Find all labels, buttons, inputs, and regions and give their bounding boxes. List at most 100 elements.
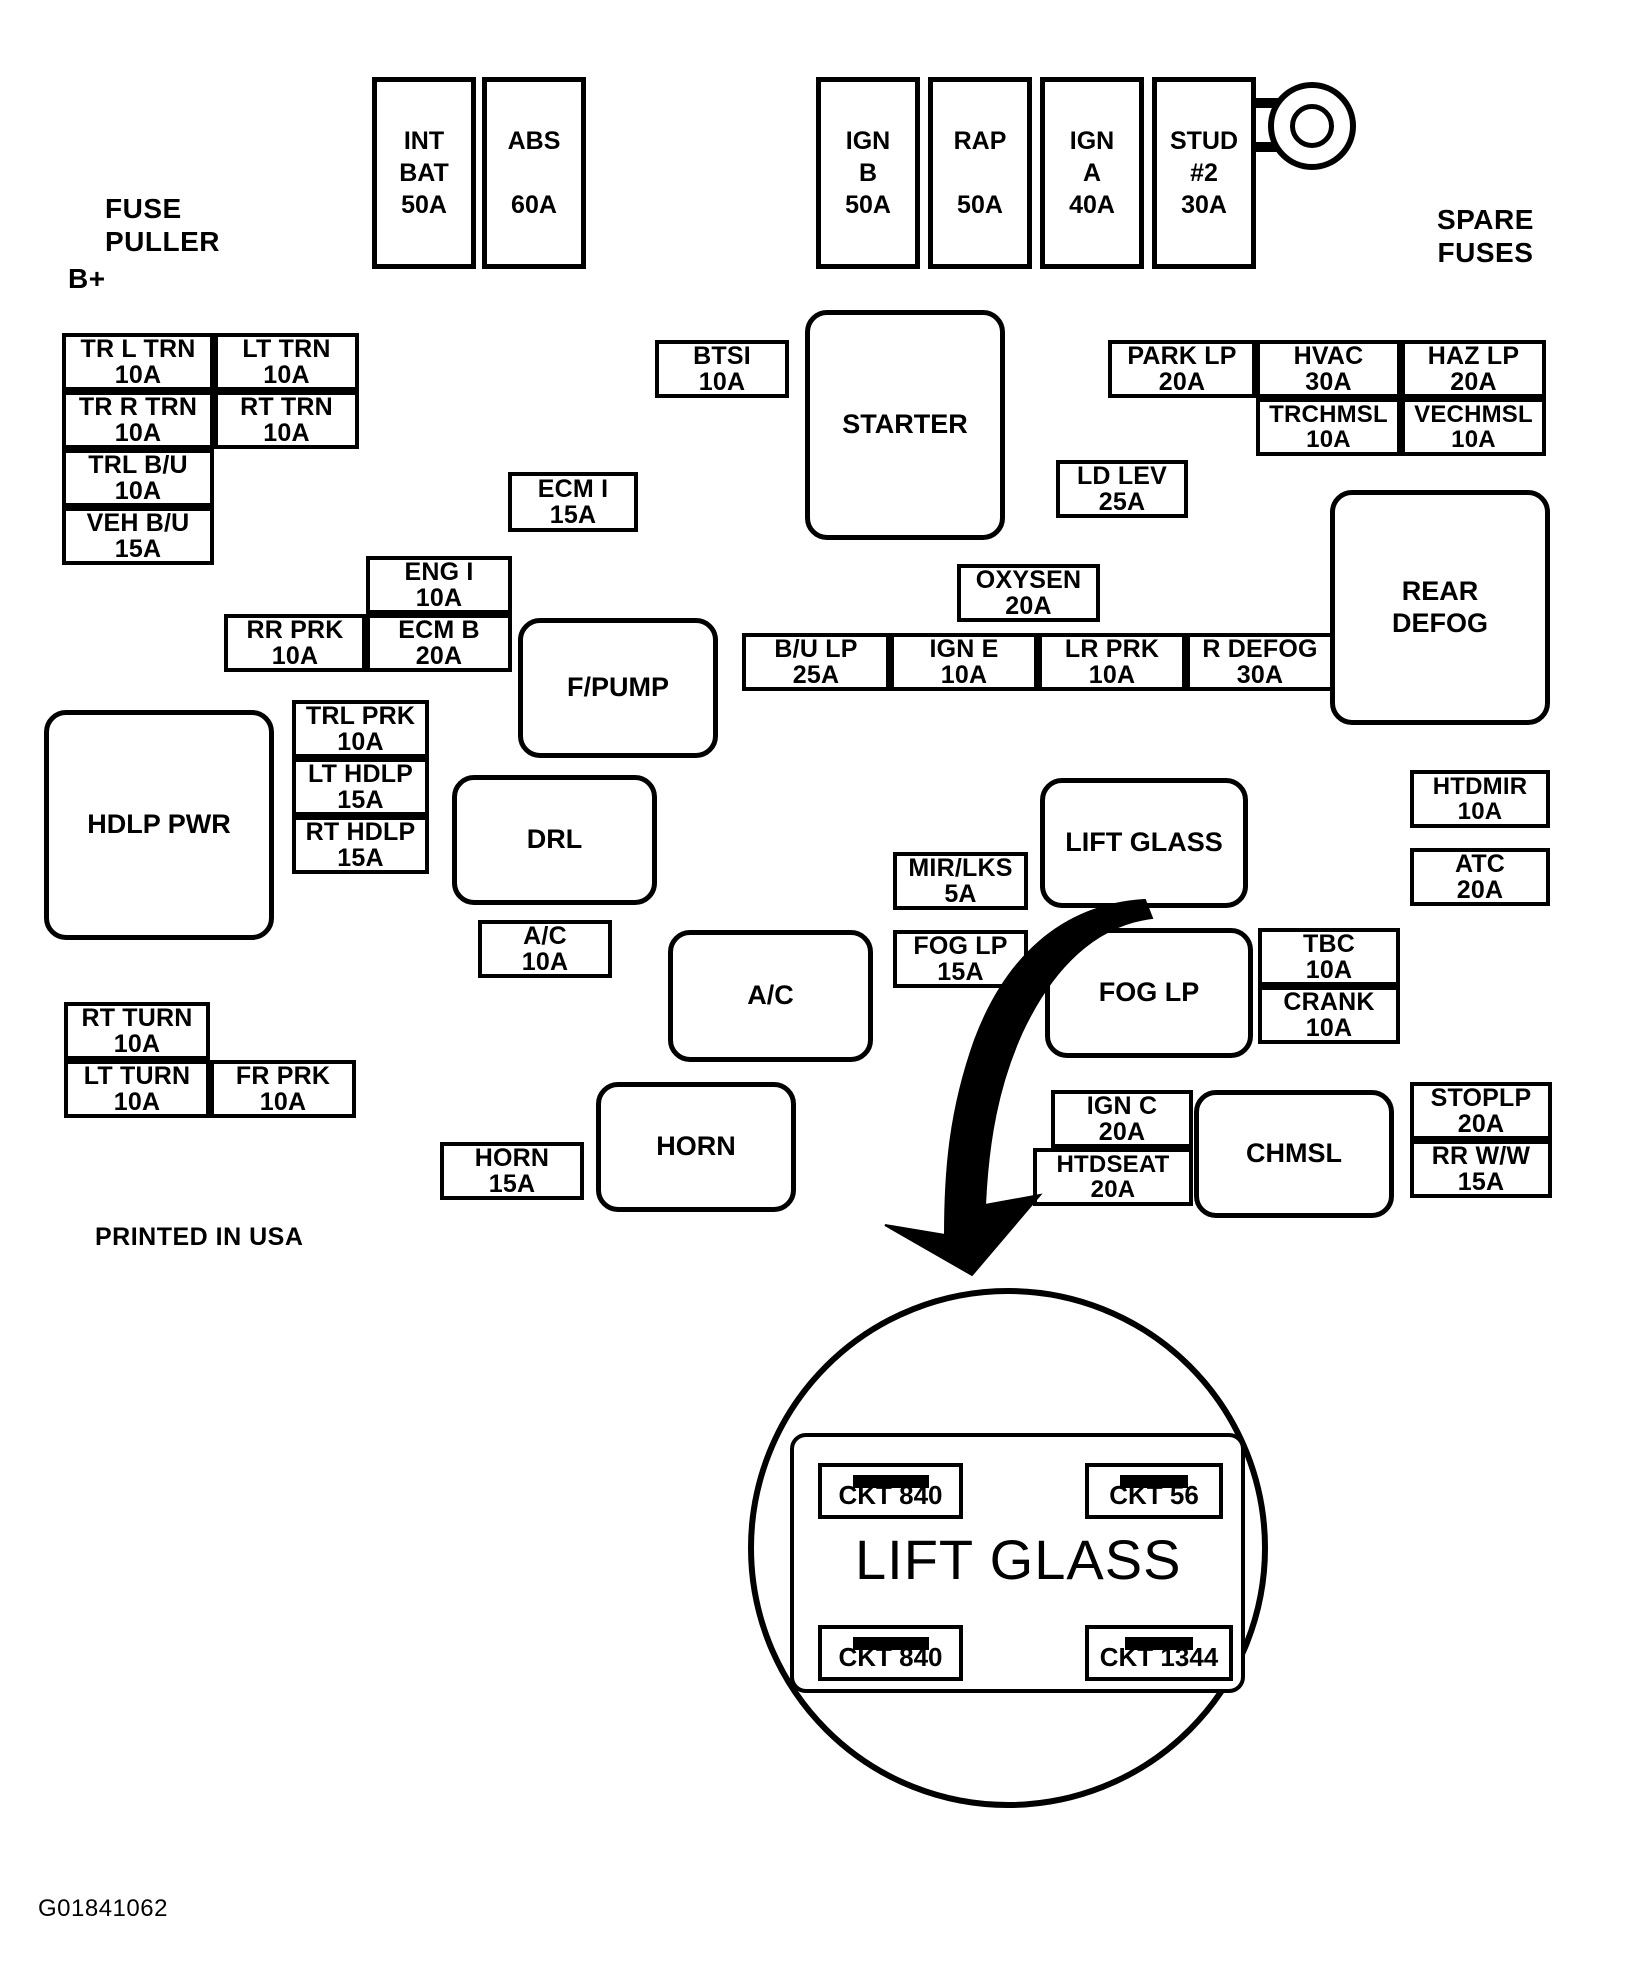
- stud-terminal-neck: [1252, 98, 1290, 108]
- fuse-name: PARK LP: [1127, 341, 1237, 370]
- fuse-lt-trn[interactable]: LT TRN 10A: [214, 333, 359, 391]
- relay-horn[interactable]: HORN: [596, 1082, 796, 1212]
- fuse-eng-i[interactable]: ENG I 10A: [366, 556, 512, 614]
- fuse-oxysen[interactable]: OXYSEN 20A: [957, 564, 1100, 622]
- fuse-lt-hdlp[interactable]: LT HDLP 15A: [292, 758, 429, 816]
- fuse-amp: 25A: [1098, 488, 1146, 516]
- relay-drl[interactable]: DRL: [452, 775, 657, 905]
- fuse-name: CRANK: [1283, 987, 1375, 1016]
- fuse-amp: 15A: [937, 958, 984, 986]
- fuse-name: ECM I: [537, 474, 609, 503]
- fuse-ign-c[interactable]: IGN C 20A: [1051, 1090, 1193, 1148]
- fuse-rr-prk[interactable]: RR PRK 10A: [224, 614, 366, 672]
- fuse-ac[interactable]: A/C 10A: [478, 920, 612, 978]
- fuse-name: LT TURN: [83, 1061, 191, 1090]
- fuse-lt-turn[interactable]: LT TURN 10A: [64, 1060, 210, 1118]
- maxi-fuse-abs[interactable]: ABS 60A: [482, 77, 586, 269]
- fuse-name: LT HDLP: [307, 759, 414, 788]
- fuse-park-lp[interactable]: PARK LP 20A: [1108, 340, 1256, 398]
- fuse-haz-lp[interactable]: HAZ LP 20A: [1401, 340, 1546, 398]
- fuse-ecm-b[interactable]: ECM B 20A: [366, 614, 512, 672]
- ckt-terminal-bottom-left[interactable]: CKT 840: [818, 1625, 963, 1681]
- fuse-blade-icon: [1120, 1475, 1188, 1488]
- fuse-name: TRL PRK: [305, 701, 416, 730]
- fuse-amp: 10A: [259, 1088, 307, 1116]
- fuse-name: LR PRK: [1064, 634, 1160, 663]
- fuse-amp: 10A: [113, 1088, 161, 1116]
- fuse-tr-r-trn[interactable]: TR R TRN 10A: [62, 391, 214, 449]
- maxi-fuse-stud-2[interactable]: STUD #2 30A: [1152, 77, 1256, 269]
- fuse-vechmsl[interactable]: VECHMSL 10A: [1401, 398, 1546, 456]
- fuse-name: A/C: [523, 921, 567, 950]
- fuse-name: TRCHMSL: [1269, 400, 1388, 428]
- fuse-amp: 20A: [1098, 1118, 1146, 1146]
- fuse-lr-prk[interactable]: LR PRK 10A: [1038, 633, 1186, 691]
- relay-lift-glass[interactable]: LIFT GLASS: [1040, 778, 1248, 908]
- fuse-btsi[interactable]: BTSI 10A: [655, 340, 789, 398]
- fuse-rt-turn[interactable]: RT TURN 10A: [64, 1002, 210, 1060]
- relay-chmsl[interactable]: CHMSL: [1194, 1090, 1394, 1218]
- fuse-fr-prk[interactable]: FR PRK 10A: [210, 1060, 356, 1118]
- fuse-fog-lp[interactable]: FOG LP 15A: [893, 930, 1028, 988]
- fuse-amp: 20A: [1450, 368, 1497, 396]
- fuse-mir-lks[interactable]: MIR/LKS 5A: [893, 852, 1028, 910]
- fuse-name: OXYSEN: [975, 565, 1082, 594]
- fuse-htdseat[interactable]: HTDSEAT 20A: [1033, 1148, 1193, 1206]
- relay-rear-defog[interactable]: REAR DEFOG: [1330, 490, 1550, 725]
- fuse-name: IGN C: [1086, 1091, 1158, 1120]
- fuse-hvac[interactable]: HVAC 30A: [1256, 340, 1401, 398]
- maxi-fuse-int-bat[interactable]: INT BAT 50A: [372, 77, 476, 269]
- fuse-htdmir[interactable]: HTDMIR 10A: [1410, 770, 1550, 828]
- maxi-fuse-ign-b[interactable]: IGN B 50A: [816, 77, 920, 269]
- fuse-rt-hdlp[interactable]: RT HDLP 15A: [292, 816, 429, 874]
- fuse-rr-ww[interactable]: RR W/W 15A: [1410, 1140, 1552, 1198]
- relay-fog-lp[interactable]: FOG LP: [1045, 928, 1253, 1058]
- maxi-fuse-rap[interactable]: RAP 50A: [928, 77, 1032, 269]
- fuse-amp: 15A: [337, 844, 384, 872]
- fuse-amp: 10A: [1305, 1014, 1353, 1042]
- fuse-tr-l-trn[interactable]: TR L TRN 10A: [62, 333, 214, 391]
- fuse-ecm-i[interactable]: ECM I 15A: [508, 472, 638, 532]
- relay-f-pump[interactable]: F/PUMP: [518, 618, 718, 758]
- fuse-name: RT HDLP: [305, 817, 416, 846]
- ckt-terminal-top-left[interactable]: CKT 840: [818, 1463, 963, 1519]
- fuse-amp: 10A: [263, 419, 310, 447]
- relay-starter[interactable]: STARTER: [805, 310, 1005, 540]
- maxi-fuse-ign-a[interactable]: IGN A 40A: [1040, 77, 1144, 269]
- fuse-blade-icon: [852, 1475, 929, 1488]
- fuse-r-defog[interactable]: R DEFOG 30A: [1186, 633, 1334, 691]
- fuse-name: ATC: [1454, 849, 1506, 878]
- fuse-bu-lp[interactable]: B/U LP 25A: [742, 633, 890, 691]
- stud-terminal-neck-2: [1252, 142, 1290, 152]
- fuse-stoplp[interactable]: STOPLP 20A: [1410, 1082, 1552, 1140]
- figure-id-label: G01841062: [38, 1895, 168, 1922]
- fuse-name: VECHMSL: [1414, 400, 1533, 428]
- fuse-atc[interactable]: ATC 20A: [1410, 848, 1550, 906]
- spare-fuses-label: SPARE FUSES: [1437, 204, 1534, 269]
- relay-ac[interactable]: A/C: [668, 930, 873, 1062]
- ckt-terminal-top-right[interactable]: CKT 56: [1085, 1463, 1223, 1519]
- printed-in-usa-label: PRINTED IN USA: [95, 1223, 304, 1251]
- fuse-trchmsl[interactable]: TRCHMSL 10A: [1256, 398, 1401, 456]
- fuse-name: HVAC: [1293, 341, 1364, 370]
- fuse-name: STOPLP: [1430, 1083, 1532, 1112]
- fuse-puller-label: FUSE PULLER: [105, 193, 220, 258]
- stud-terminal-ring-inner: [1290, 104, 1334, 148]
- fuse-ld-lev[interactable]: LD LEV 25A: [1056, 460, 1188, 518]
- fuse-rt-trn[interactable]: RT TRN 10A: [214, 391, 359, 449]
- fuse-amp: 20A: [1158, 368, 1206, 396]
- fuse-ign-e[interactable]: IGN E 10A: [890, 633, 1038, 691]
- ckt-terminal-bottom-right[interactable]: CKT 1344: [1085, 1625, 1233, 1681]
- fuse-name: B/U LP: [774, 634, 858, 663]
- fuse-trl-bu[interactable]: TRL B/U 10A: [62, 449, 214, 507]
- fuse-name: FR PRK: [235, 1061, 331, 1090]
- fuse-veh-bu[interactable]: VEH B/U 15A: [62, 507, 214, 565]
- fuse-horn[interactable]: HORN 15A: [440, 1142, 584, 1200]
- relay-hdlp-pwr[interactable]: HDLP PWR: [44, 710, 274, 940]
- fuse-crank[interactable]: CRANK 10A: [1258, 986, 1400, 1044]
- fuse-amp: 10A: [1457, 798, 1503, 825]
- fuse-tbc[interactable]: TBC 10A: [1258, 928, 1400, 986]
- fuse-name: TR R TRN: [78, 392, 198, 421]
- fuse-trl-prk[interactable]: TRL PRK 10A: [292, 700, 429, 758]
